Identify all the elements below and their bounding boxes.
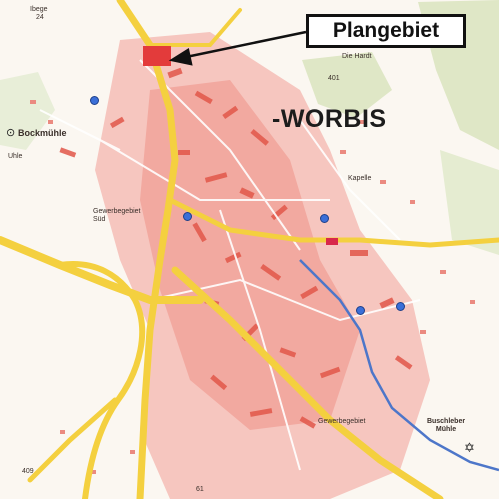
callout-arrow [168, 30, 307, 66]
label-gewerbegebiet: Gewerbegebiet [318, 418, 366, 425]
road-bypass-loop [57, 261, 146, 499]
red-facility-marker [326, 238, 338, 245]
label-gewerbegebiet-sued: Gewerbegebiet Süd [93, 208, 141, 223]
town-name: -WORBIS [272, 105, 387, 133]
river [299, 259, 499, 472]
label-ibege: Ibege [30, 6, 48, 13]
forest-area-north [302, 52, 392, 118]
label-kapelle: Kapelle [348, 175, 372, 182]
road-southwest [27, 397, 118, 483]
mill-icon: ⊙ [6, 127, 16, 139]
built-up-core [140, 80, 360, 430]
label-die-hardt: Die Hardt [342, 53, 372, 60]
bus-stop-icon [90, 96, 99, 105]
label-road-401: 401 [328, 75, 340, 82]
label-road-61: 61 [196, 486, 204, 493]
forest-area-southeast [440, 150, 499, 255]
road-north-south [116, 0, 179, 499]
label-ibege-sub: 24 [36, 14, 44, 21]
label-uhle: Uhle [8, 153, 23, 160]
bus-stop-icon [396, 302, 405, 311]
forest-area-west [0, 72, 55, 150]
plan-area [143, 46, 171, 66]
road-north-branch [148, 8, 242, 47]
plangebiet-callout: Plangebiet [306, 14, 466, 48]
bus-stop-icon [356, 306, 365, 315]
church-icon: ✡ [464, 440, 475, 455]
road-southeast [171, 266, 444, 499]
bus-stop-icon [183, 212, 192, 221]
label-road-409: 409 [22, 468, 34, 475]
road-bypass-west [0, 236, 204, 304]
scattered-houses [30, 100, 475, 474]
label-buschleber-muehle: Buschleber Mühle [426, 418, 466, 433]
bus-stop-icon [320, 214, 329, 223]
label-bockmuehle: Bockmühle [18, 128, 67, 138]
